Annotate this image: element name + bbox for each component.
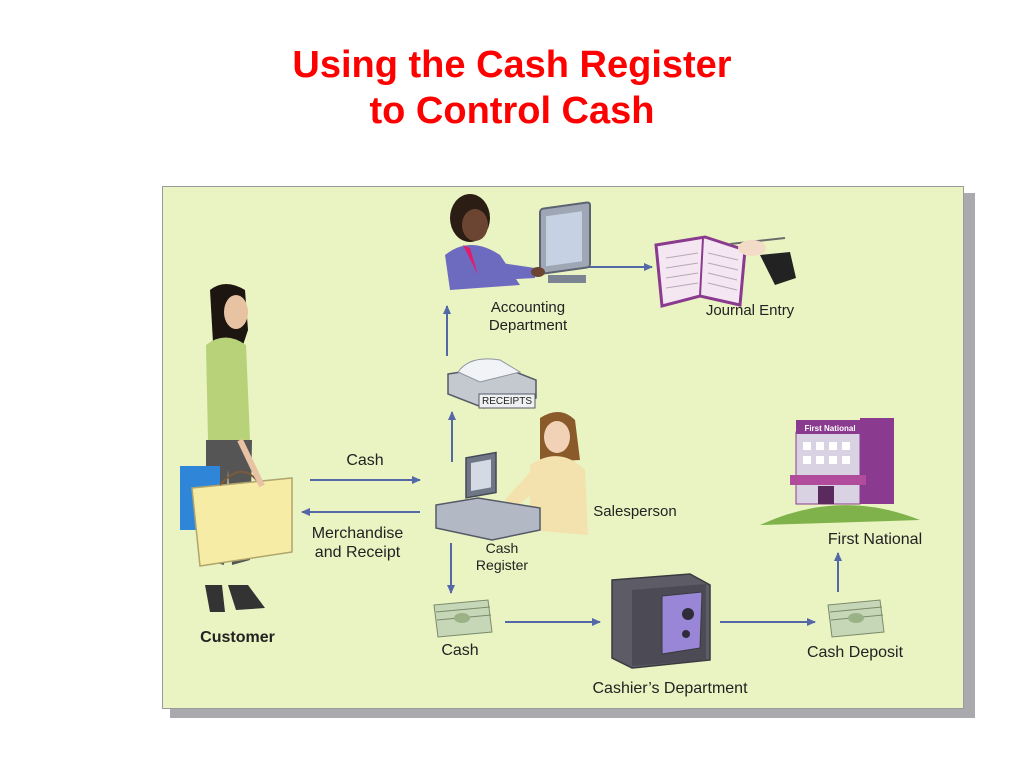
customer-label: Customer bbox=[200, 629, 275, 646]
merchandise-line2: and Receipt bbox=[314, 544, 401, 561]
cash-flow-label: Cash bbox=[346, 452, 384, 469]
receipts-label: RECEIPTS bbox=[481, 396, 532, 407]
cash-stack-icon bbox=[433, 599, 493, 638]
customer-icon bbox=[180, 284, 293, 612]
merchandise-line1: Merchandise bbox=[311, 525, 404, 542]
bank-building-icon: First National bbox=[760, 418, 920, 525]
cash-register-line1: Cash bbox=[485, 540, 519, 556]
cash-register-icon bbox=[435, 451, 541, 541]
accounting-label-line2: Department bbox=[488, 317, 568, 334]
bank-sign-text: First National bbox=[804, 424, 855, 433]
receipts-tray-icon bbox=[447, 358, 537, 409]
accounting-clerk-icon bbox=[445, 194, 591, 290]
journal-book-icon bbox=[654, 235, 796, 308]
merchandise-receipt-label: Merchandise and Receipt bbox=[300, 524, 415, 562]
cash-deposit-icon bbox=[827, 599, 885, 638]
salesperson-icon bbox=[505, 411, 588, 535]
safe-icon bbox=[611, 573, 711, 669]
cash-label: Cash bbox=[441, 642, 479, 659]
flow-arrows bbox=[301, 263, 842, 626]
accounting-label-line1: Accounting bbox=[490, 299, 566, 316]
slide-title: Using the Cash Register to Control Cash bbox=[0, 42, 1024, 134]
cashiers-department-label: Cashier’s Department bbox=[592, 680, 748, 697]
cash-register-line2: Register bbox=[475, 557, 529, 573]
accounting-department-label: Accounting Department bbox=[478, 299, 578, 335]
cash-deposit-label: Cash Deposit bbox=[806, 644, 904, 661]
salesperson-label: Salesperson bbox=[593, 503, 677, 520]
title-line-2: to Control Cash bbox=[369, 90, 655, 132]
cash-register-label: Cash Register bbox=[462, 540, 542, 574]
title-line-1: Using the Cash Register bbox=[292, 44, 732, 86]
first-national-label: First National bbox=[827, 531, 923, 548]
journal-entry-label: Journal Entry bbox=[705, 302, 795, 319]
